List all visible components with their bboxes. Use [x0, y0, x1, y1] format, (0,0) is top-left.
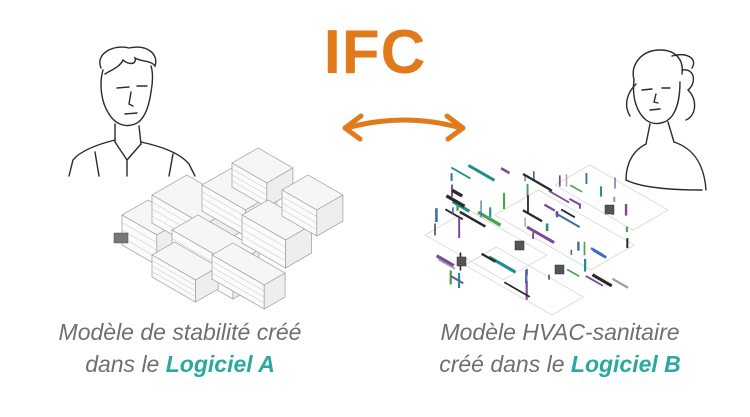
right-caption: Modèle HVAC-sanitaire créé dans le Logic… [400, 316, 720, 380]
hvac-model [424, 164, 669, 316]
left-caption-prefix: dans le [85, 351, 160, 377]
man-sketch [68, 46, 196, 177]
woman-sketch [625, 49, 707, 191]
right-caption-prefix: créé dans le [439, 351, 565, 377]
left-caption-line1: Modèle de stabilité créé [58, 319, 302, 345]
left-caption-line2: dans le Logiciel A [20, 348, 340, 380]
right-caption-line2: créé dans le Logiciel B [400, 348, 720, 380]
left-caption: Modèle de stabilité créé dans le Logicie… [20, 316, 340, 380]
structural-model [113, 147, 344, 310]
software-b-label: Logiciel B [570, 351, 681, 377]
right-caption-line1: Modèle HVAC-sanitaire [440, 319, 680, 345]
software-a-label: Logiciel A [165, 351, 275, 377]
ifc-title: IFC [323, 18, 427, 87]
